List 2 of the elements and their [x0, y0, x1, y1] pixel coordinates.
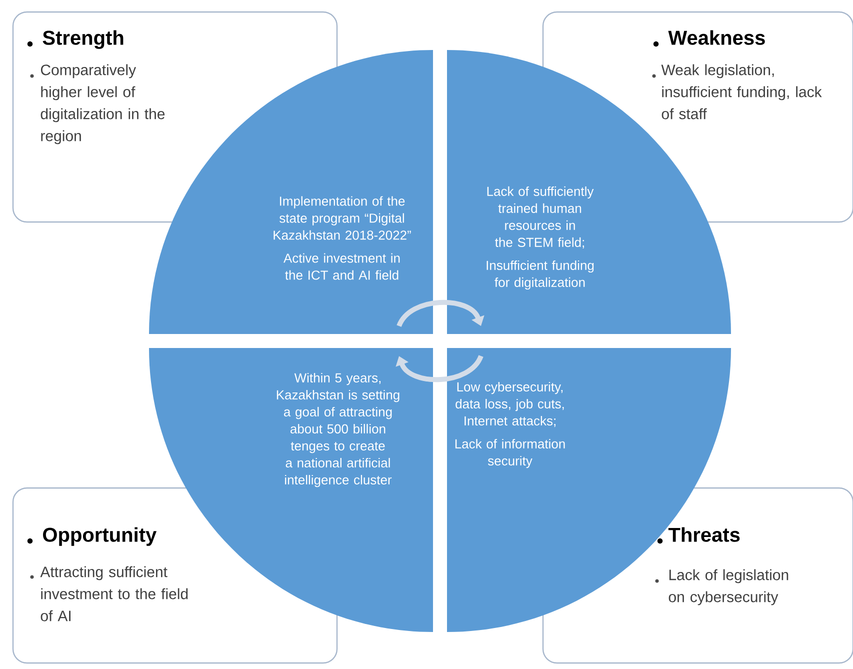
- curved-arrow: [396, 354, 484, 382]
- curved-arrow: [396, 300, 484, 328]
